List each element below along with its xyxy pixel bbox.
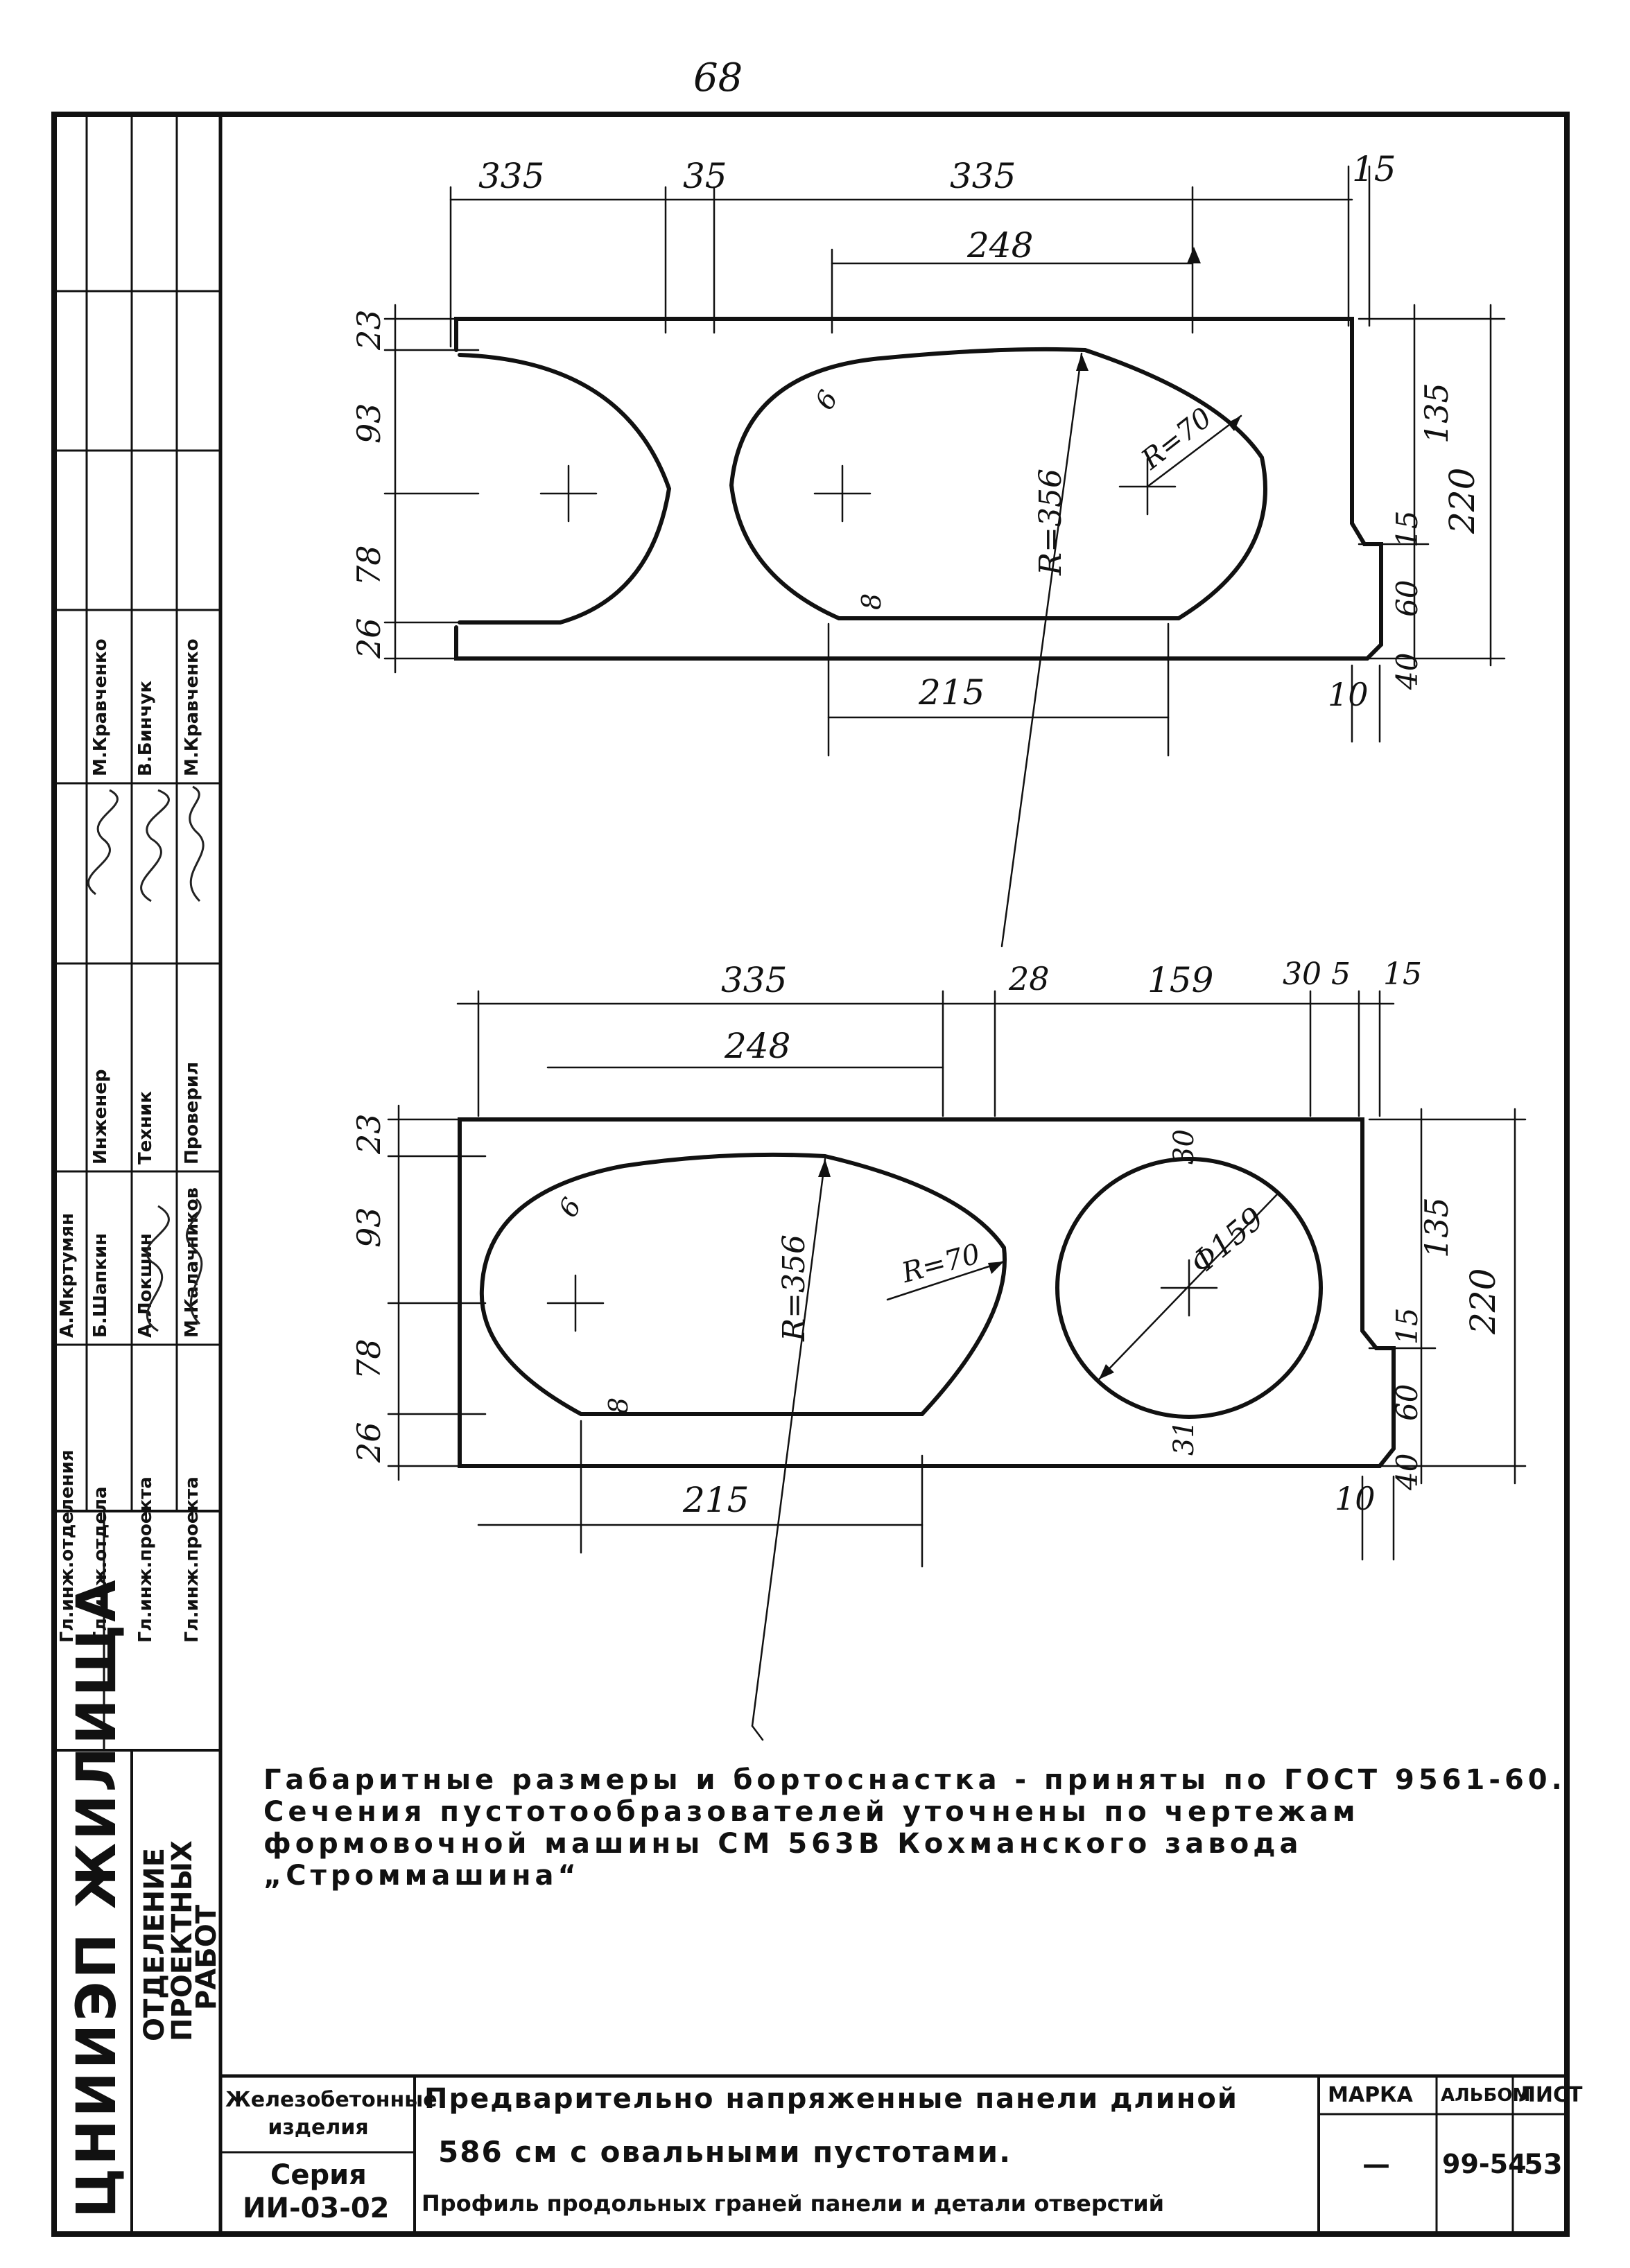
bottom-dim-40: 40 bbox=[1390, 1453, 1424, 1490]
bottom-dim-335: 335 bbox=[721, 960, 788, 1000]
stamp-org-name: ЦНИИЭП ЖИЛИЩА bbox=[66, 1577, 128, 2218]
bottom-dim-15-top: 15 bbox=[1383, 957, 1422, 992]
title-line-3: Профиль продольных граней панели и детал… bbox=[422, 2190, 1165, 2217]
bottom-dim-135: 135 bbox=[1418, 1197, 1455, 1258]
note-line-1: Габаритные размеры и бортоснастка - прин… bbox=[263, 1764, 1566, 1796]
bottom-dim-28: 28 bbox=[1009, 960, 1050, 997]
top-chamfer-8: 8 bbox=[856, 593, 887, 610]
top-dim-15: 15 bbox=[1352, 149, 1396, 189]
page-number: 68 bbox=[693, 55, 743, 101]
top-dim-248: 248 bbox=[967, 225, 1034, 265]
title-col-album: АЛЬБОМ bbox=[1441, 2085, 1531, 2106]
top-section-profile bbox=[454, 317, 1383, 661]
top-dim-335-right: 335 bbox=[950, 156, 1016, 196]
title-series-value: ИИ-03-02 bbox=[243, 2192, 390, 2224]
title-col-marka: МАРКА bbox=[1328, 2083, 1413, 2107]
title-line-2: 586 см с овальными пустотами. bbox=[438, 2135, 1012, 2169]
sheet-frame bbox=[51, 112, 1570, 2237]
bottom-dim-248: 248 bbox=[725, 1026, 791, 1066]
top-dim-26: 26 bbox=[350, 618, 388, 658]
top-dim-93: 93 bbox=[350, 403, 388, 444]
top-dim-23: 23 bbox=[350, 309, 388, 350]
bottom-dim-78: 78 bbox=[350, 1338, 388, 1379]
bottom-dim-10: 10 bbox=[1335, 1480, 1376, 1517]
bottom-dim-215: 215 bbox=[683, 1480, 749, 1520]
signatures bbox=[87, 785, 205, 1332]
stamp-name2-2: В.Бинчук bbox=[135, 680, 156, 776]
title-sheet-value: 53 bbox=[1524, 2149, 1563, 2181]
stamp-department-3: РАБОТ bbox=[191, 1904, 223, 2010]
title-marka-value: — bbox=[1362, 2149, 1390, 2181]
stamp-role-4: Гл.инж.проекта bbox=[182, 1476, 202, 1643]
bottom-radius-356: R=356 bbox=[777, 1235, 812, 1341]
stamp-name2-3: М.Кравченко bbox=[182, 638, 202, 776]
bottom-dim-15-right: 15 bbox=[1390, 1307, 1424, 1345]
bottom-section-profile bbox=[458, 1117, 1396, 1468]
top-dim-35: 35 bbox=[683, 156, 727, 196]
title-line-1: Предварительно напряженные панели длиной bbox=[424, 2083, 1238, 2115]
top-dim-10: 10 bbox=[1328, 676, 1369, 713]
title-col-sheet: ЛИСТ bbox=[1518, 2083, 1583, 2107]
stamp-role-2: Гл.инж.отдела bbox=[90, 1486, 111, 1643]
note-line-2: Сечения пустотообразователей уточнены по… bbox=[263, 1796, 1360, 1828]
top-dim-60: 60 bbox=[1390, 579, 1424, 617]
note-line-4: „Строммашина“ bbox=[263, 1860, 580, 1892]
bottom-dim-23: 23 bbox=[350, 1113, 388, 1154]
bottom-dim-30: 30 bbox=[1168, 1129, 1200, 1164]
stamp-name2-1: М.Кравченко bbox=[90, 638, 111, 776]
title-category: Железобетонные изделия bbox=[225, 2088, 437, 2140]
bottom-dim-60: 60 bbox=[1390, 1384, 1424, 1421]
stamp-role-1: Гл.инж.отделения bbox=[57, 1449, 78, 1643]
bottom-dim-93: 93 bbox=[350, 1207, 388, 1248]
top-dim-40: 40 bbox=[1390, 652, 1424, 690]
title-album-value: 99-54 bbox=[1442, 2149, 1527, 2179]
top-dim-220: 220 bbox=[1442, 467, 1482, 534]
bottom-chamfer-8: 8 bbox=[603, 1397, 634, 1414]
stamp-role-3: Гл.инж.проекта bbox=[135, 1476, 156, 1643]
top-dim-78: 78 bbox=[350, 545, 388, 586]
bottom-dim-26: 26 bbox=[350, 1422, 388, 1463]
title-series-label: Серия bbox=[270, 2159, 367, 2191]
top-dim-335-left: 335 bbox=[478, 156, 545, 196]
top-dim-215: 215 bbox=[919, 672, 985, 713]
bottom-dim-305: 30 5 bbox=[1283, 957, 1351, 992]
top-radius-356: R=356 bbox=[1033, 469, 1068, 575]
general-note: Габаритные размеры и бортоснастка - прин… bbox=[263, 1764, 1566, 1892]
bottom-dim-159: 159 bbox=[1147, 960, 1214, 1000]
note-line-3: формовочной машины СМ 563В Кохманского з… bbox=[263, 1828, 1303, 1860]
top-dim-135: 135 bbox=[1418, 383, 1455, 444]
top-dim-15-right: 15 bbox=[1390, 510, 1424, 548]
bottom-dim-220: 220 bbox=[1463, 1268, 1503, 1334]
bottom-dim-31: 31 bbox=[1168, 1420, 1200, 1456]
